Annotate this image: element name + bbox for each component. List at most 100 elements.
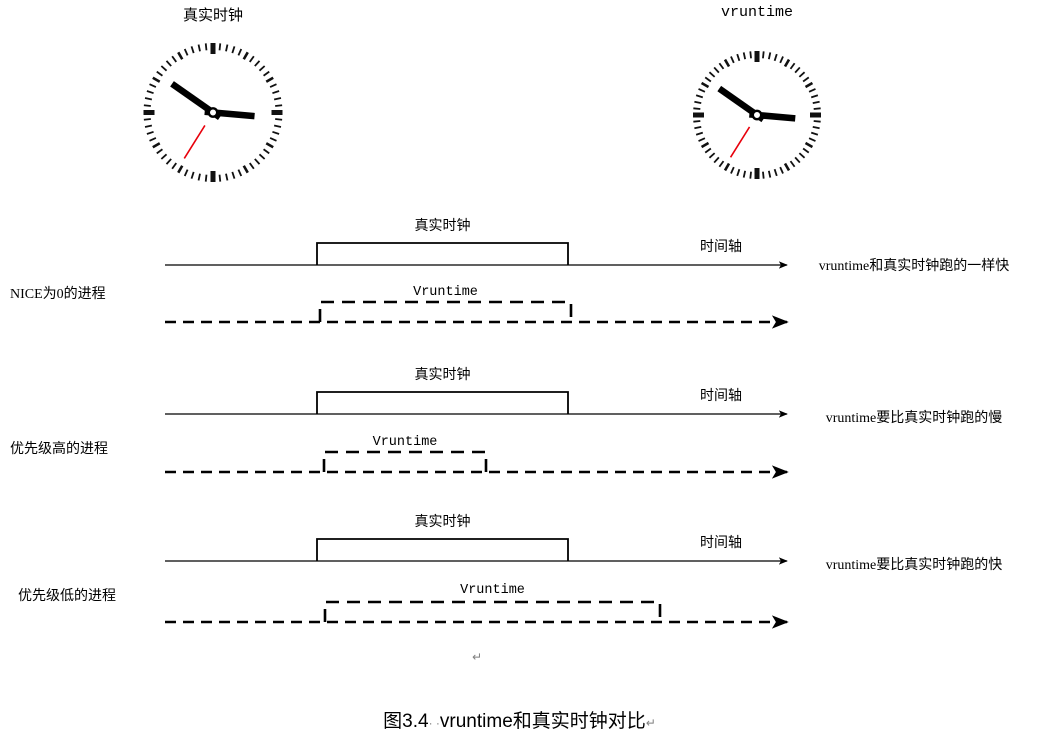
timeline-graphics-high-priority [165, 391, 789, 479]
clock-vruntime-title: vruntime [720, 4, 793, 21]
clock-vruntime-face [693, 51, 821, 179]
clock-second-hand [729, 126, 751, 158]
explanation-note-nice-zero: vruntime和真实时钟跑的一样快 [818, 259, 1010, 274]
clock-tick-minor [695, 131, 704, 136]
clock-tick-minor [704, 147, 712, 154]
clock-tick-minor [802, 147, 810, 154]
clock-tick-minor [813, 120, 821, 123]
process-label-nice-zero: NICE为0的进程 [10, 287, 106, 302]
process-label-low-priority: 优先级低的进程 [18, 589, 116, 604]
axis-label-low-priority: 时间轴 [700, 536, 742, 551]
clock-tick-minor [149, 137, 157, 142]
real-clock-box-label-low-priority: 真实时钟 [414, 515, 471, 530]
clock-tick-minor [263, 70, 270, 77]
figure-caption: 图3.4· ·vruntime和真实时钟对比↵ [0, 706, 1039, 733]
clock-tick-minor [144, 97, 153, 101]
clock-tick-minor [708, 152, 716, 159]
clock-tick-minor [149, 83, 157, 88]
clock-tick-minor [808, 137, 816, 142]
clock-tick-minor [713, 66, 720, 74]
clock-tick-minor [225, 44, 229, 52]
vruntime-slice-box-nice-zero [318, 300, 573, 322]
clock-tick-minor [273, 97, 282, 101]
clock-tick-minor [708, 71, 716, 78]
clock-tick-minor [700, 81, 710, 89]
clock-tick-minor [190, 171, 195, 179]
clock-tick-minor [718, 160, 725, 168]
clock-tick-minor [713, 156, 720, 164]
clock-tick-minor [242, 165, 249, 174]
clock-tick-minor [269, 83, 277, 88]
clock-tick-minor [183, 169, 189, 177]
clock-tick-minor [152, 142, 161, 149]
figure-caption-text: vruntime和真实时钟对比 [439, 711, 646, 732]
clock-tick-minor [789, 62, 796, 70]
clock-tick-minor [275, 118, 283, 121]
clock-tick-minor [767, 170, 772, 178]
clock-tick-minor [272, 130, 280, 135]
clock-tick-minor [152, 76, 161, 83]
clock-tick-minor [265, 76, 274, 83]
clock-tick-minor [779, 166, 784, 174]
real-clock-slice-box-low-priority [316, 538, 569, 561]
clock-tick-minor [730, 56, 735, 64]
clock-tick-minor [794, 156, 801, 164]
figure-caption-dots: · · [428, 716, 440, 730]
process-label-high-priority: 优先级高的进程 [10, 442, 108, 457]
clock-tick-minor [231, 171, 236, 179]
clock-tick-minor [225, 173, 229, 181]
clock-tick-minor [258, 153, 266, 160]
clock-tick-minor [197, 44, 201, 52]
clock-tick-minor [156, 70, 163, 77]
clock-hub [207, 107, 219, 118]
clock-tick-minor [736, 168, 741, 177]
explanation-note-low-priority: vruntime要比真实时钟跑的快 [825, 558, 1003, 573]
timeline-graphics-nice-zero [165, 242, 789, 329]
clock-tick-minor [810, 131, 819, 136]
real-clock-box-label-high-priority: 真实时钟 [414, 368, 471, 383]
figure-caption-pilcrow: ↵ [645, 716, 656, 730]
stray-pilcrow-mark: ↵ [472, 650, 483, 664]
clock-tick-minor [742, 170, 747, 178]
clock-tick-minor [718, 62, 725, 70]
clock-tick-minor [242, 51, 249, 60]
timeline-groups: NICE为0的进程真实时钟 Vruntime 时间轴 vruntime和真实时钟跑的一… [10, 219, 1010, 629]
clock-tick-minor [143, 118, 151, 121]
clock-tick-minor [249, 162, 255, 170]
timeline-graphics-low-priority [165, 538, 789, 629]
clock-tick-minor [736, 53, 741, 62]
clock-tick-minor [783, 162, 791, 172]
clock-vruntime-group: vruntime [600, 0, 1030, 200]
clock-tick-minor [789, 160, 796, 168]
clock-tick-minor [263, 148, 270, 155]
clock-tick-minor [742, 52, 747, 60]
clock-tick-minor [156, 148, 163, 155]
clock-tick-minor [218, 43, 222, 51]
clock-tick-minor [767, 52, 772, 60]
clock-tick-minor [160, 153, 168, 160]
clock-tick-minor [694, 100, 702, 105]
clock-real-group: 真实时钟 [0, 0, 430, 200]
clock-tick-minor [177, 165, 184, 174]
clock-tick-minor [143, 104, 151, 107]
vruntime-box-label-high-priority: Vruntime [372, 435, 438, 450]
clock-tick-minor [254, 60, 261, 67]
clock-hub [751, 109, 763, 121]
clock-tick-minor [237, 48, 243, 56]
clock-tick-minor [773, 168, 778, 177]
clock-tick-minor [204, 43, 208, 51]
clock-tick-minor [218, 174, 222, 182]
clock-tick-minor [700, 141, 710, 149]
clock-tick-minor [762, 171, 765, 179]
clock-tick-minor [254, 158, 261, 165]
clock-tick-minor [231, 46, 236, 54]
clock-real-face [143, 43, 283, 182]
clock-tick-minor [693, 120, 701, 123]
clock-second-hand [183, 125, 206, 159]
clock-tick-minor [190, 46, 195, 54]
real-clock-slice-box-high-priority [316, 391, 569, 414]
clock-tick-minor [698, 88, 706, 93]
clock-tick-minor [723, 162, 731, 172]
